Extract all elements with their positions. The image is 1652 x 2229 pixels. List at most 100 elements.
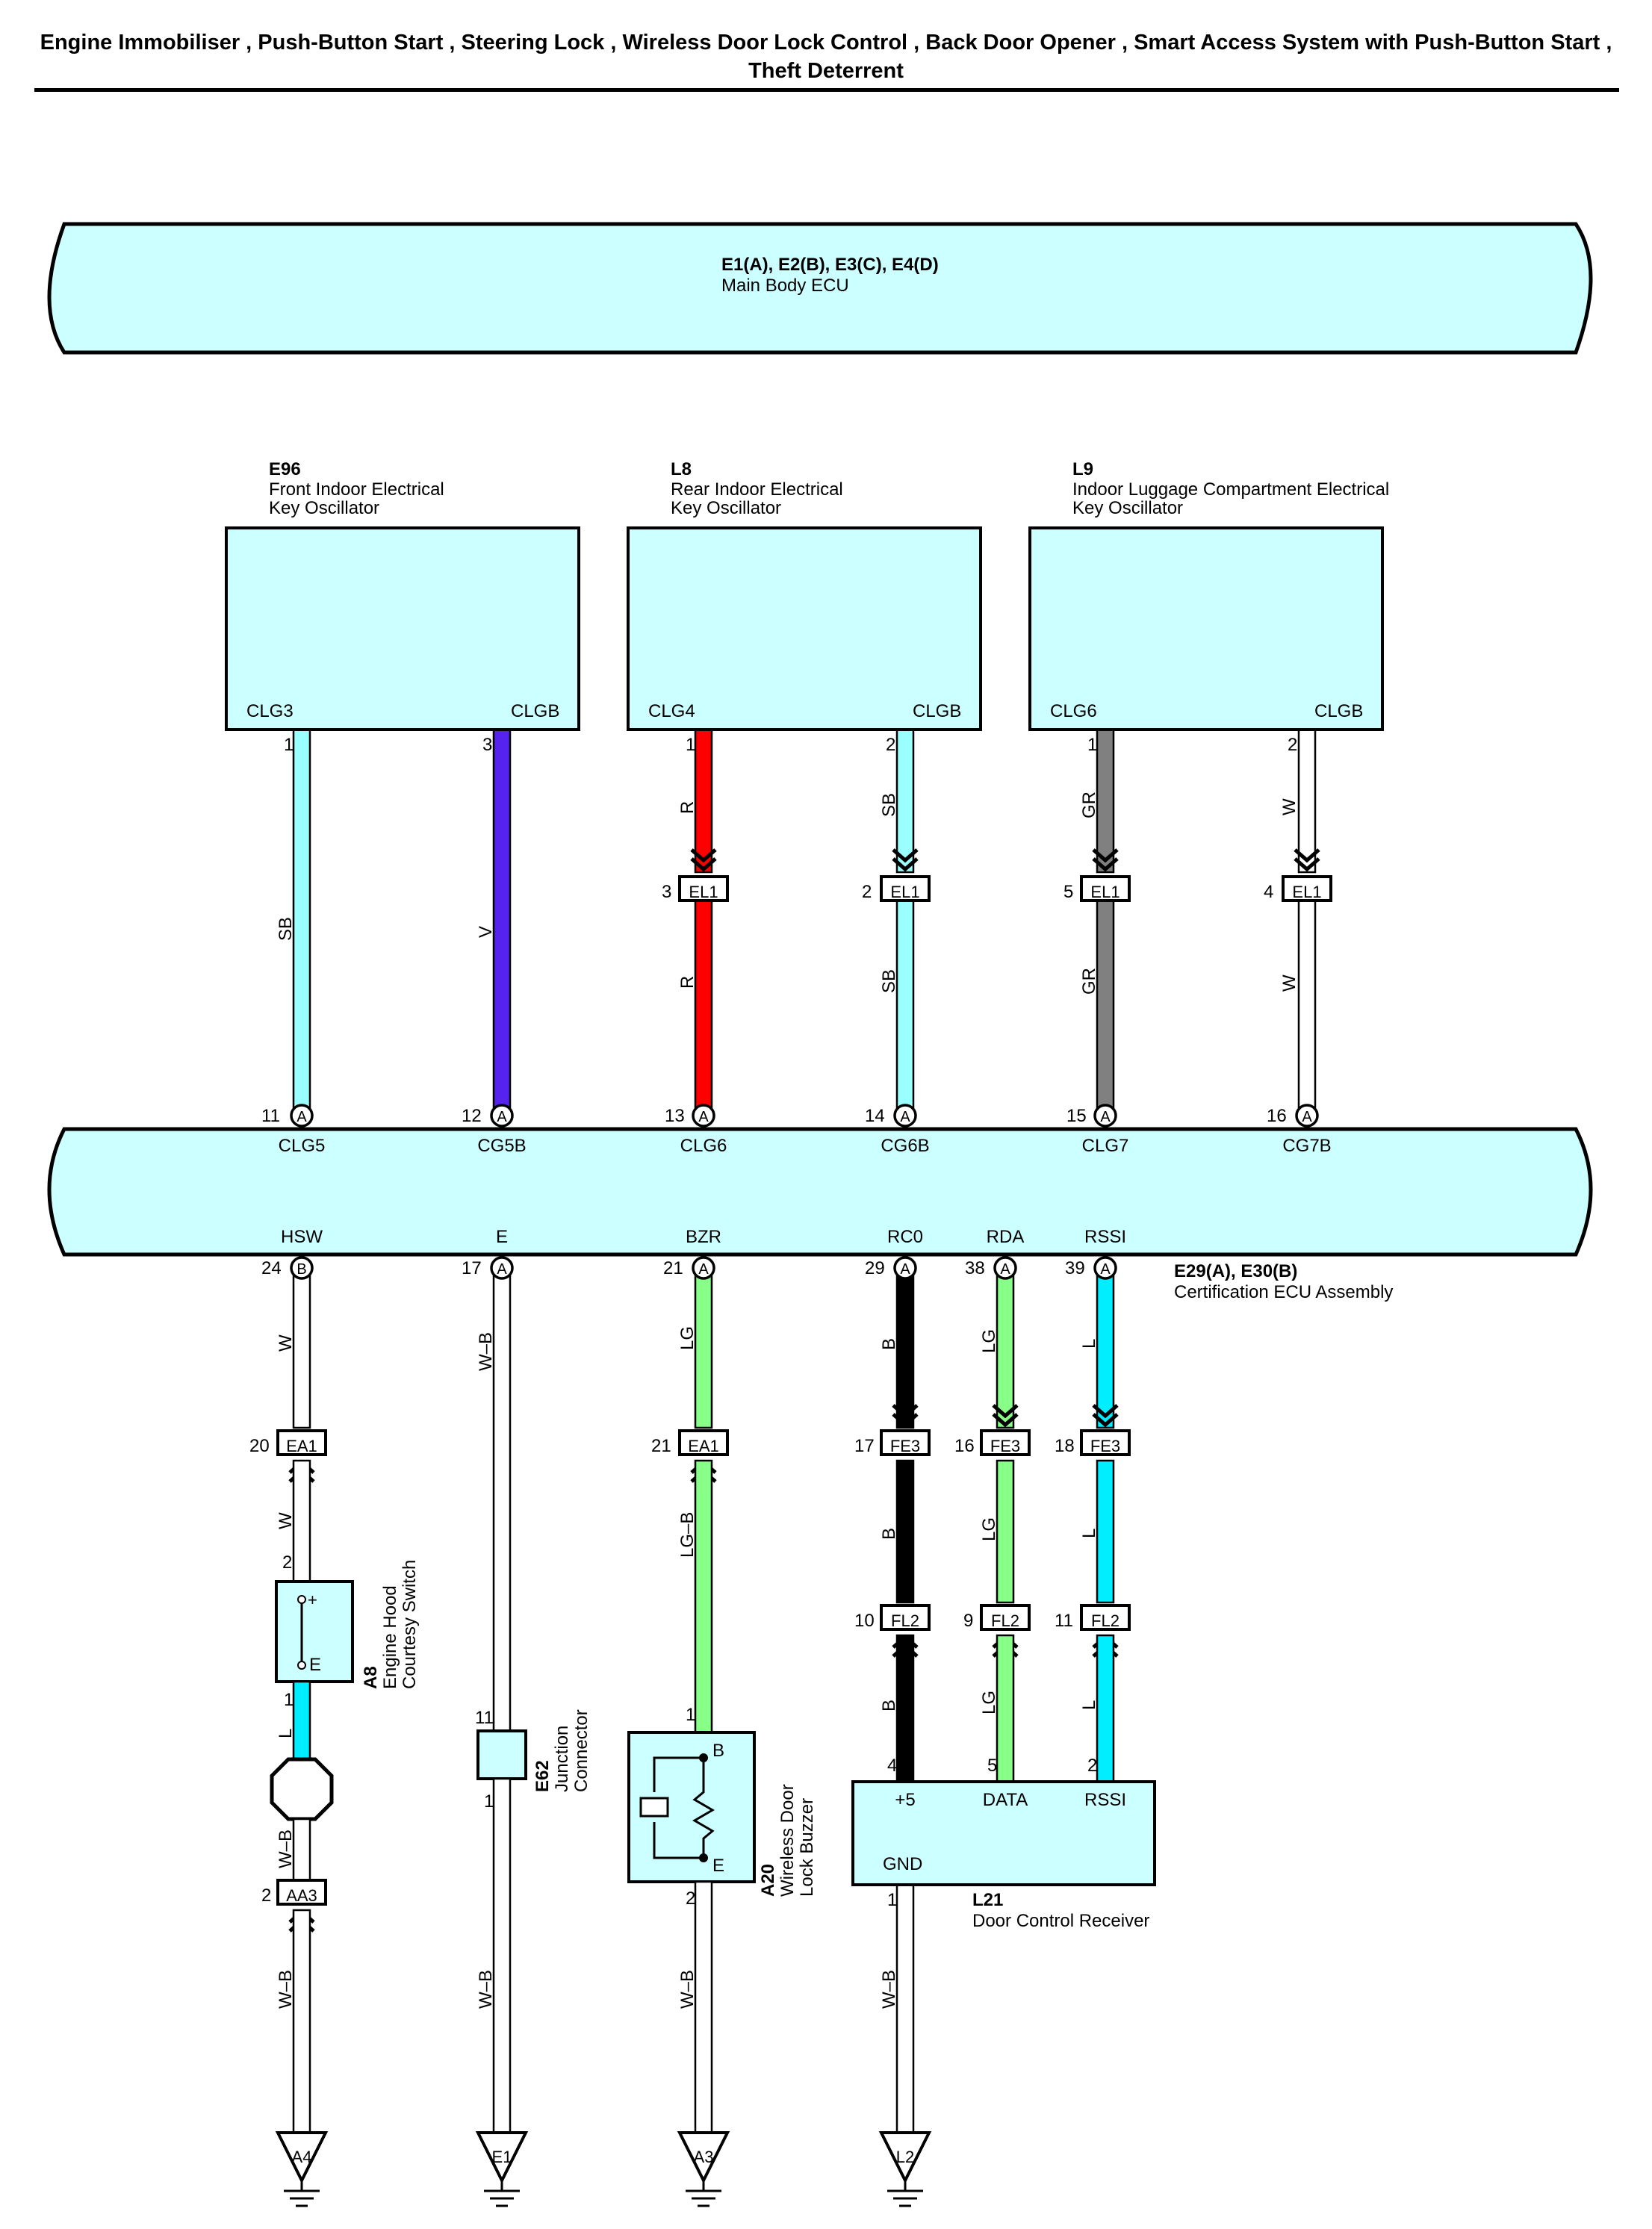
wire-color-code: V — [476, 926, 496, 938]
wire-segment — [694, 1459, 713, 1734]
receiver-wire-lower — [895, 1634, 915, 1783]
wire-color-code: W–B — [476, 1332, 496, 1371]
wire-pin-top: 2 — [886, 735, 895, 755]
ecu-pin: 21 — [663, 1258, 683, 1278]
oscillator-code: E96 — [269, 459, 301, 479]
bzr-wire-middle — [694, 1459, 713, 1734]
ground-symbol — [275, 2131, 329, 2207]
buzzer-resistor — [692, 1755, 715, 1858]
ecu-pin: 11 — [261, 1106, 280, 1126]
ea1-connector-box — [678, 1429, 729, 1456]
wire-color-code: GR — [1079, 792, 1099, 818]
connector-pin: 5 — [1063, 882, 1073, 902]
chevron-mark — [892, 857, 919, 872]
ecu-terminal: RC0 — [887, 1227, 923, 1247]
switch-name-line1: Engine Hood — [380, 1585, 400, 1689]
hsw-wire-l — [292, 1680, 311, 1761]
connector-chevron — [892, 1404, 919, 1428]
ecu-connector-circle — [893, 1256, 917, 1280]
junction-name-line2: Connector — [571, 1709, 591, 1792]
connector-label: EL1 — [689, 883, 718, 901]
receiver-wire-lower — [1096, 1634, 1115, 1783]
chevron-mark — [1092, 1413, 1119, 1428]
buzzer-terminal-e: E — [712, 1856, 724, 1876]
main-body-ecu-code: E1(A), E2(B), E3(C), E4(D) — [721, 255, 939, 275]
certification-ecu: CLG5 CG5B CLG6 CG6B CLG7 CG7B HSW E BZR … — [47, 1127, 1593, 1302]
wire-segment — [1096, 1459, 1115, 1604]
ecu-terminal: RDA — [987, 1227, 1025, 1247]
wire-lower-color-code: GR — [1079, 968, 1099, 995]
wire-segment — [996, 1268, 1015, 1429]
ecu-pin: 29 — [865, 1258, 885, 1278]
buzzer-wire — [653, 1822, 704, 1859]
ground-label: A4 — [292, 2148, 312, 2166]
connector-label: FE3 — [1090, 1437, 1120, 1455]
oscillator-left-terminal: CLG3 — [246, 701, 294, 721]
chevron-mark — [992, 1413, 1019, 1428]
buzzer-name-line1: Wireless Door — [777, 1784, 798, 1897]
oscillator-left-terminal: CLG4 — [648, 701, 695, 721]
chevron-mark — [1294, 848, 1320, 863]
ground-label: A3 — [694, 2148, 714, 2166]
top-wire-lower — [1297, 895, 1317, 1114]
switch-code: A8 — [361, 1666, 381, 1689]
ground-triangle — [475, 2131, 529, 2184]
oscillator-name-line1: Front Indoor Electrical — [269, 479, 444, 500]
connector-label: EA1 — [286, 1437, 317, 1455]
fe3-connector-box — [980, 1429, 1031, 1456]
connector-chevron — [992, 1404, 1019, 1428]
wire-color-code: W–B — [677, 1970, 698, 2009]
ground-label: E1 — [492, 2148, 512, 2166]
ground-triangle — [878, 2131, 932, 2184]
oscillator-code: L8 — [671, 459, 692, 479]
chevron-mark — [1092, 857, 1119, 872]
bzr-wire-ground — [694, 1880, 713, 2134]
wire-segment — [694, 895, 713, 1114]
receiver-wire-ground — [895, 1883, 915, 2134]
ecu-connector-letter: A — [1100, 1261, 1111, 1278]
hsw-wire-ground — [292, 1909, 311, 2134]
oscillator-name-line2: Key Oscillator — [269, 498, 379, 518]
wire-color-code: L — [276, 1729, 296, 1738]
receiver-terminal: DATA — [983, 1790, 1028, 1810]
wire-lower-color-code: R — [677, 976, 698, 989]
ecu-terminal: RSSI — [1084, 1227, 1126, 1247]
oscillator-left-terminal: CLG6 — [1050, 701, 1097, 721]
oscillator-name-line1: Rear Indoor Electrical — [671, 479, 843, 500]
fl2-connector-box — [980, 1604, 1031, 1631]
engine-hood-switch-box — [275, 1580, 354, 1683]
wire-color-code: LG — [979, 1517, 999, 1541]
wire-pin-top: 1 — [1087, 735, 1097, 755]
luggage-compartment-key-oscillator: L9 Indoor Luggage Compartment Electrical… — [1028, 459, 1389, 731]
switch-name-line2: Courtesy Switch — [400, 1560, 420, 1689]
wire-color-code: B — [879, 1528, 899, 1540]
wire-pin-top: 1 — [686, 735, 695, 755]
wire-lower-color-code: SB — [879, 969, 899, 993]
junction-name-line1: Junction — [552, 1726, 572, 1792]
ecu-connector-letter: B — [296, 1261, 306, 1278]
hsw-wire-middle — [292, 1459, 311, 1583]
ecu-connector-letter: A — [1000, 1261, 1010, 1278]
wire-pin-top: 2 — [1288, 735, 1297, 755]
oscillator-box — [225, 526, 580, 731]
certification-ecu-box — [47, 1127, 1593, 1257]
receiver-code: L21 — [972, 1890, 1003, 1910]
switch-pin-top: 2 — [282, 1552, 292, 1573]
chevron-mark — [892, 1404, 919, 1419]
ecu-terminal: CLG7 — [1082, 1136, 1129, 1156]
main-body-ecu-box — [47, 222, 1593, 355]
switch-pin-bottom: 1 — [284, 1690, 294, 1710]
connector-label: FE3 — [990, 1437, 1020, 1455]
wire-segment — [292, 1909, 311, 2134]
certification-ecu-code: E29(A), E30(B) — [1174, 1261, 1297, 1281]
wire-color-code: LG–B — [677, 1512, 698, 1558]
connector-pin: 9 — [963, 1611, 973, 1631]
ecu-terminal: E — [496, 1227, 508, 1247]
top-wire-upper — [1096, 728, 1115, 874]
switch-node — [297, 1595, 306, 1604]
fl2-connector-box — [880, 1604, 931, 1631]
wire-color-code: L — [1079, 1529, 1099, 1538]
top-wire-labels: 1 3 1 2 1 2 SB V R SB GR W R SB GR W 3 2… — [261, 735, 1322, 1126]
